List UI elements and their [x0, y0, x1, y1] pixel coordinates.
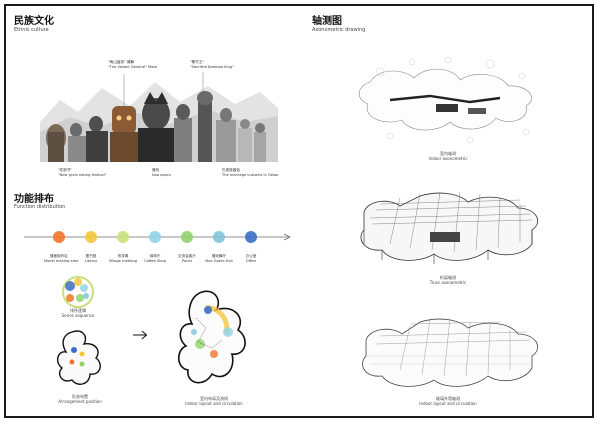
- timeline-label-3-cn: 咖啡厅: [149, 254, 161, 258]
- timeline-dot-3: [149, 231, 161, 243]
- axon-subtitle: Axonometric drawing: [312, 27, 366, 33]
- truss-axon-caption-cn: 桁架轴测: [440, 275, 456, 280]
- label-valiant-general-en: "The Valiant General" Mask: [108, 65, 158, 69]
- arrangement-label-en: Arrangement position: [58, 399, 102, 404]
- label-nuo-opera-en: Nuo opera: [152, 173, 171, 177]
- indoor-axonometric-drawing: [358, 56, 532, 144]
- function-timeline: [24, 231, 291, 243]
- timeline-dot-2: [117, 231, 129, 243]
- series-label-en: Series sequence: [61, 313, 95, 318]
- truss-axonometric-drawing: [360, 191, 538, 264]
- timeline-label-5-en: Nuo Opera Hall: [205, 259, 233, 263]
- indoor-axon-caption-en: Indoor axonometric: [428, 156, 468, 161]
- ethnic-title: 民族文化: [14, 16, 54, 27]
- timeline-label-2-cn: 柏寻阁: [117, 254, 129, 258]
- timeline-dot-5: [213, 231, 225, 243]
- timeline-label-2-en: Village meeting: [108, 259, 138, 263]
- timeline-label-1-en: Library: [84, 259, 98, 263]
- ethnic-subtitle: Ethnic culture: [14, 27, 49, 33]
- timeline-label-6-cn: 办公室: [245, 254, 257, 258]
- label-marriage-en: The marriage customs in Gelao: [222, 173, 279, 177]
- timeline-label-5-cn: 傩戏舞厅: [211, 254, 227, 258]
- label-new-grain-en: "New grain eating festival": [58, 173, 107, 177]
- timeline-dot-6: [245, 231, 257, 243]
- glass-axon-caption-cn: 玻璃外墙轴测: [436, 396, 460, 401]
- arrow-right-icon: [133, 330, 148, 340]
- timeline-label-0-cn: 傩面制作区: [50, 254, 68, 258]
- label-valiant-general-cn: "两山猛将" 傩舞: [108, 60, 135, 64]
- arrangement-label-cn: 形态布置: [72, 394, 88, 399]
- timeline-dot-4: [181, 231, 193, 243]
- timeline-label-4-en: Parlor: [181, 259, 193, 263]
- layout-label-cn: 室内布局及流线: [200, 396, 228, 401]
- timeline-label-0-en: Model making area: [44, 259, 79, 263]
- label-bamboo-king-cn: "敬竹王": [190, 60, 205, 64]
- timeline-label-4-cn: 交流会客厅: [178, 254, 196, 258]
- glass-axon-caption-en: Indoor layout and circulation: [419, 401, 477, 406]
- label-nuo-opera-cn: 傩戏: [152, 168, 160, 172]
- series-label-cn: 排序逻辑: [70, 308, 86, 313]
- label-bamboo-king-en: "Sacrifice Bamboo King": [190, 65, 234, 69]
- series-sequence-diagram: [62, 276, 94, 308]
- timeline-label-6-en: Office: [245, 259, 257, 263]
- timeline-dot-1: [85, 231, 97, 243]
- timeline-label-1-cn: 图书馆: [85, 254, 97, 258]
- timeline-dot-0: [53, 231, 65, 243]
- function-title: 功能排布: [14, 194, 54, 205]
- timeline-label-3-en: Coffee Shop: [144, 259, 166, 263]
- label-new-grain-cn: "吃新节": [58, 168, 73, 172]
- axon-title: 轴测图: [312, 16, 342, 27]
- culture-collage-image: [40, 62, 278, 162]
- indoor-axon-caption-cn: 室内轴测: [440, 151, 456, 156]
- truss-axon-caption-en: Truss axonometric: [429, 280, 467, 285]
- arrangement-diagram: [56, 330, 101, 385]
- layout-label-en: Indoor layout and circulation: [185, 401, 243, 406]
- indoor-layout-diagram: [177, 290, 246, 384]
- glass-axonometric-drawing: [362, 317, 538, 387]
- label-marriage-cn: 仡佬族婚俗: [222, 168, 240, 172]
- page-frame: [4, 4, 594, 418]
- function-subtitle: Function distribution: [14, 204, 66, 210]
